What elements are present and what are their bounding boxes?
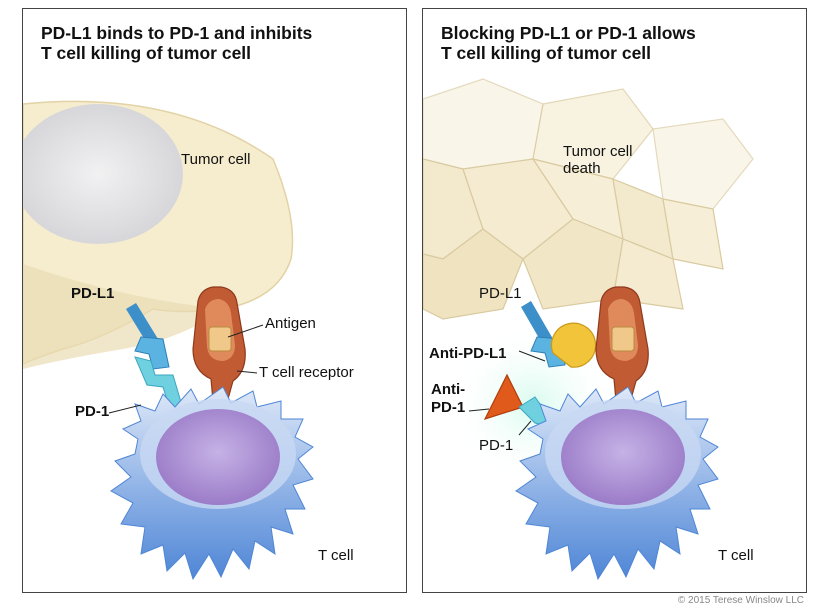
label-anti-pd-1-line2: PD-1 — [431, 399, 466, 416]
label-pd-l1-right: PD-L1 — [479, 285, 522, 302]
leader-lines-right — [468, 350, 546, 436]
label-tumor-cell-death-line2: death — [563, 160, 601, 177]
label-t-cell-receptor: T cell receptor — [259, 364, 354, 381]
t-cell — [110, 386, 314, 581]
right-illustration — [423, 78, 754, 581]
t-cell-receptor-right — [595, 286, 649, 402]
label-t-cell: T cell — [318, 547, 354, 564]
antigen-right — [611, 326, 635, 352]
label-pd-l1: PD-L1 — [71, 285, 115, 302]
anti-pd-1-antibody — [483, 373, 524, 420]
right-title-line1: Blocking PD-L1 or PD-1 allows — [441, 23, 696, 43]
label-t-cell-right: T cell — [718, 547, 754, 564]
label-pd-1-right: PD-1 — [479, 437, 514, 454]
label-anti-pd-1-line1: Anti- — [431, 381, 466, 398]
t-cell-receptor — [192, 286, 246, 402]
copyright-notice: © 2015 Terese Winslow LLC — [677, 595, 804, 606]
dying-tumor-cell — [423, 78, 754, 320]
t-cell-right — [515, 386, 719, 581]
tumor-nucleus — [23, 104, 183, 244]
label-tumor-cell-death-line1: Tumor cell — [563, 143, 633, 160]
anti-pd-l1-antibody — [550, 322, 597, 368]
label-pd-1: PD-1 — [75, 403, 110, 420]
label-anti-pd-l1: Anti-PD-L1 — [429, 345, 507, 362]
panel-pd-l1-binds: PD-L1 binds to PD-1 and inhibits T cell … — [22, 8, 407, 593]
label-antigen: Antigen — [265, 315, 316, 332]
t-cell-nucleus — [156, 409, 280, 505]
left-illustration — [23, 100, 314, 581]
antigen — [208, 326, 232, 352]
label-tumor-cell: Tumor cell — [181, 151, 251, 168]
tumor-cell — [23, 100, 294, 369]
leader-lines — [108, 324, 264, 414]
pd-l1-receptor — [126, 303, 170, 370]
right-title-line2: T cell killing of tumor cell — [441, 43, 652, 63]
t-cell-nucleus-right — [561, 409, 685, 505]
left-title-line1: PD-L1 binds to PD-1 and inhibits — [41, 23, 313, 43]
left-title-line2: T cell killing of tumor cell — [41, 43, 252, 63]
left-title: PD-L1 binds to PD-1 and inhibits T cell … — [41, 23, 312, 63]
right-title: Blocking PD-L1 or PD-1 allows T cell kil… — [441, 23, 696, 63]
panel-blocking: Blocking PD-L1 or PD-1 allows T cell kil… — [422, 8, 807, 593]
